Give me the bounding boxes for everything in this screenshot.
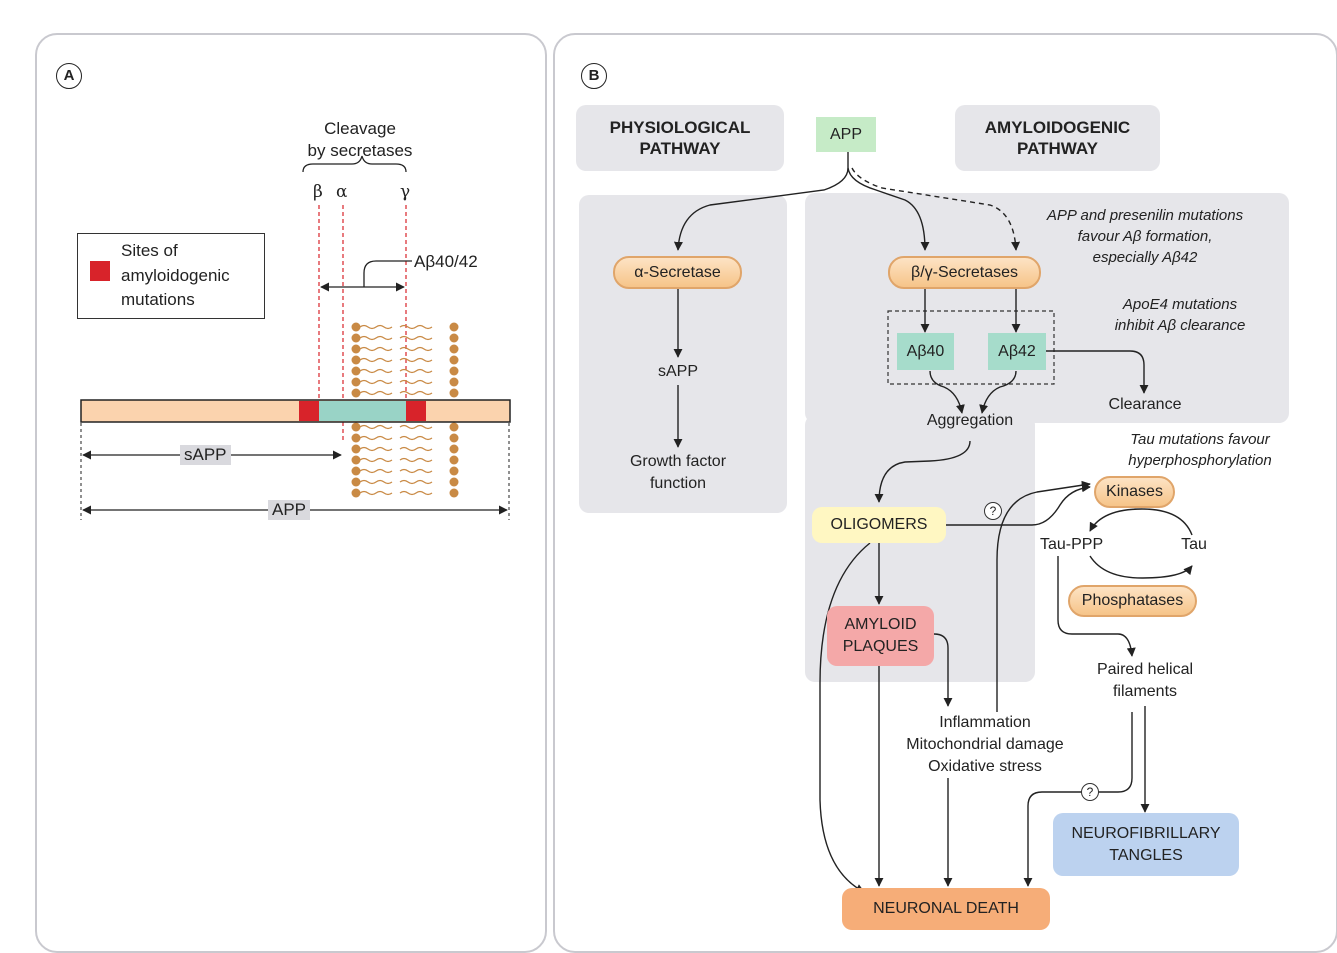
aggregation-node: Aggregation [926, 412, 1014, 429]
tangles-line-2: TANGLES [1109, 846, 1183, 864]
sapp-node: sAPP [657, 363, 698, 380]
legend-line-3: mutations [121, 290, 195, 309]
alpha-site-label: α [336, 182, 348, 202]
amyloidogenic-header-line-2: PATHWAY [1017, 139, 1098, 158]
note-tau-line-1: Tau mutations favour [1130, 431, 1270, 448]
kinases-node: Kinases [1094, 476, 1175, 508]
amyloidogenic-header-line-1: AMYLOIDOGENIC [984, 118, 1131, 137]
growth-factor-line-2: function [649, 475, 707, 492]
gamma-site-label: γ [400, 182, 411, 202]
cleavage-brace [302, 155, 407, 173]
sapp-length-label: sAPP [180, 445, 231, 465]
abeta40-node: Aβ40 [897, 333, 954, 370]
cleavage-title: Cleavage [324, 119, 396, 138]
amyloid-plaques-line-1: AMYLOID [844, 616, 917, 633]
app-length-label: APP [268, 500, 311, 520]
app-protein-bar [80, 399, 511, 423]
paired-helical-line-2: filaments [1112, 683, 1178, 700]
paired-helical-line-1: Paired helical [1096, 661, 1194, 678]
physiological-header-line-2: PATHWAY [639, 139, 721, 158]
note-app-line-1: APP and presenilin mutations [1046, 207, 1244, 224]
alpha-secretase-node: α-Secretase [613, 256, 742, 289]
note-app-line-2: favour Aβ formation, [1077, 228, 1213, 245]
amyloid-plaques-node: AMYLOID PLAQUES [827, 606, 934, 666]
amyloidogenic-pathway-region-top [805, 193, 1289, 423]
mutation-site-right [406, 401, 426, 421]
neuronal-death-node: NEURONAL DEATH [842, 888, 1050, 930]
tau-ppp-node: Tau-PPP [1040, 536, 1104, 553]
beta-gamma-secretases-node: β/γ-Secretases [888, 256, 1041, 289]
mutation-site-left [299, 401, 319, 421]
tau-node: Tau [1181, 536, 1207, 553]
amyloidogenic-pathway-header: AMYLOIDOGENIC PATHWAY [955, 105, 1160, 171]
phosphatases-node: Phosphatases [1068, 585, 1197, 617]
membrane-bottom-leaflet [350, 421, 460, 499]
inflammation-label: Inflammation [939, 714, 1031, 731]
panel-b-label: B [581, 63, 607, 89]
panel-a [35, 33, 547, 953]
neurofibrillary-tangles-node: NEUROFIBRILLARY TANGLES [1053, 813, 1239, 876]
mutation-legend: Sites of amyloidogenic mutations [77, 233, 265, 319]
mitochondrial-damage-label: Mitochondrial damage [906, 736, 1064, 753]
note-tau-line-2: hyperphosphorylation [1128, 452, 1272, 469]
membrane-top-leaflet [350, 321, 460, 399]
note-app-line-3: especially Aβ42 [1092, 249, 1198, 266]
cleavage-subtitle: by secretases [307, 141, 413, 160]
clearance-node: Clearance [1108, 396, 1182, 413]
oxidative-stress-label: Oxidative stress [928, 758, 1042, 775]
question-mark-oligomers-kinases: ? [984, 502, 1002, 520]
growth-factor-line-1: Growth factor [629, 453, 727, 470]
abeta42-node: Aβ42 [988, 333, 1046, 370]
mutation-legend-swatch [90, 261, 110, 281]
amyloid-plaques-line-2: PLAQUES [842, 638, 919, 655]
beta-site-label: β [313, 182, 323, 202]
physiological-header-line-1: PHYSIOLOGICAL [609, 118, 751, 137]
legend-line-1: Sites of [121, 241, 178, 260]
physiological-pathway-region [579, 195, 787, 513]
app-node: APP [816, 117, 876, 152]
legend-line-2: amyloidogenic [121, 266, 230, 285]
question-mark-filaments-death: ? [1081, 783, 1099, 801]
abeta-segment [319, 401, 406, 421]
abeta-length-label: Aβ40/42 [414, 252, 478, 271]
panel-a-label: A [56, 63, 82, 89]
physiological-pathway-header: PHYSIOLOGICAL PATHWAY [576, 105, 784, 171]
oligomers-node: OLIGOMERS [812, 507, 946, 543]
tangles-line-1: NEUROFIBRILLARY [1071, 824, 1221, 842]
note-apoe-line-2: inhibit Aβ clearance [1114, 317, 1246, 334]
note-apoe-line-1: ApoE4 mutations [1122, 296, 1238, 313]
